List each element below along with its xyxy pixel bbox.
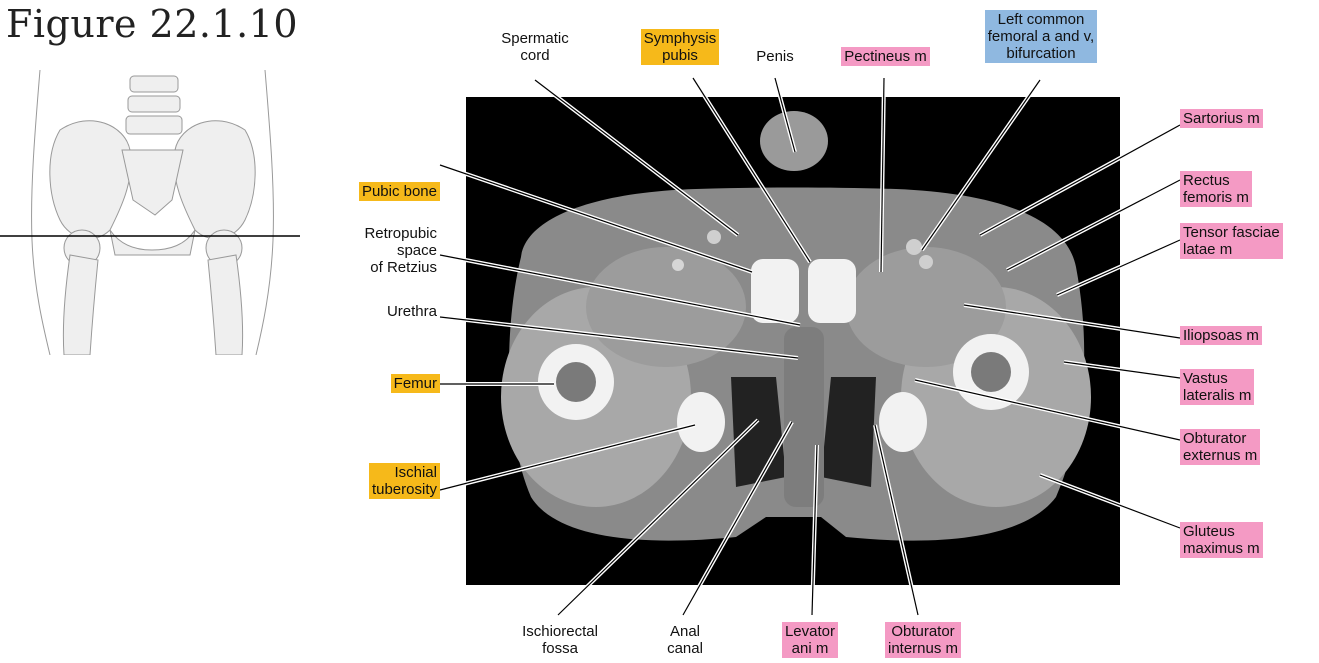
- label-rectus-femoris: Rectus femoris m: [1180, 171, 1252, 207]
- label-tensor-fasciae-latae: Tensor fasciae latae m: [1180, 223, 1283, 259]
- label-left-common-femoral: Left common femoral a and v, bifurcation: [976, 10, 1106, 63]
- label-pectineus: Pectineus m: [828, 47, 943, 66]
- label-retropubic-space: Retropubic space of Retzius: [300, 224, 440, 277]
- label-iliopsoas: Iliopsoas m: [1180, 326, 1262, 345]
- label-sartorius: Sartorius m: [1180, 109, 1263, 128]
- label-levator-ani: Levator ani m: [765, 622, 855, 658]
- label-obturator-internus: Obturator internus m: [868, 622, 978, 658]
- label-femur: Femur: [300, 374, 440, 393]
- label-anal-canal: Anal canal: [650, 622, 720, 658]
- label-ischiorectal-fossa: Ischiorectal fossa: [490, 622, 630, 658]
- label-vastus-lateralis: Vastus lateralis m: [1180, 369, 1254, 405]
- label-obturator-externus: Obturator externus m: [1180, 429, 1260, 465]
- label-ischial-tuberosity: Ischial tuberosity: [300, 463, 440, 499]
- label-spermatic-cord: Spermatic cord: [470, 29, 600, 65]
- label-gluteus-maximus: Gluteus maximus m: [1180, 522, 1263, 558]
- label-symphysis-pubis: Symphysis pubis: [630, 29, 730, 65]
- label-urethra: Urethra: [300, 302, 440, 321]
- label-pubic-bone: Pubic bone: [300, 182, 440, 201]
- label-penis: Penis: [745, 47, 805, 66]
